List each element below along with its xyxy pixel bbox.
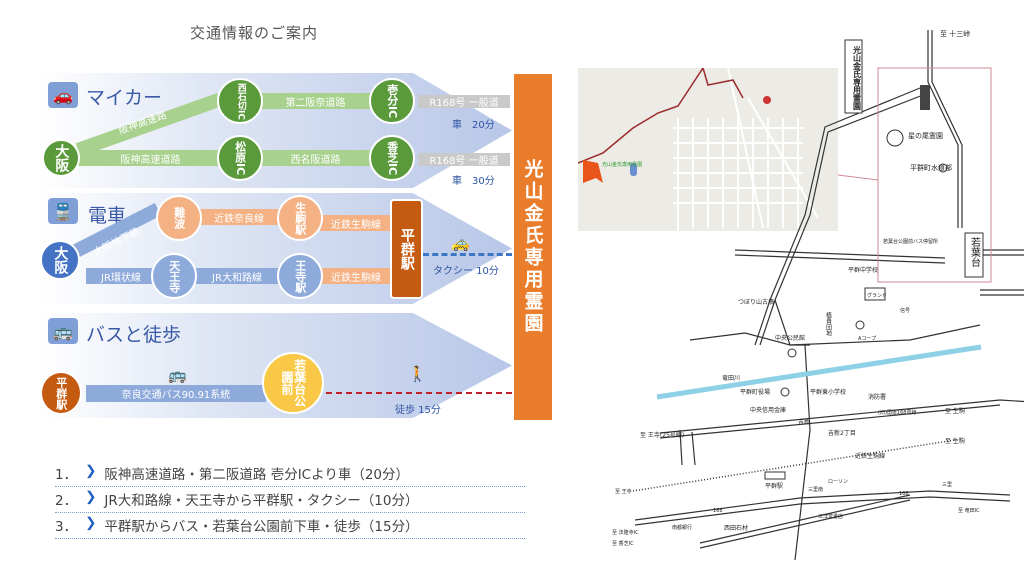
taxi-route-line bbox=[423, 253, 512, 256]
map-label: 平群駅 bbox=[765, 482, 783, 490]
map-label: 平群町水道部 bbox=[910, 163, 952, 172]
car-icon: 🚗 bbox=[48, 82, 78, 108]
node-ikoma: 生駒駅 bbox=[277, 195, 323, 241]
node-heguri-bus: 平群駅 bbox=[40, 371, 82, 415]
map-label: 西田石材 bbox=[724, 524, 748, 532]
map-label: (旧)国道168号線 bbox=[878, 409, 916, 416]
map-label: 植貴団地 bbox=[825, 311, 832, 336]
bus-icon: 🚌 bbox=[48, 318, 78, 344]
area-map: 至 十三峠 光山金氏専用霊園 星の尾霊園 平群町水道部 若葉台 若葉台公園前バス… bbox=[612, 29, 1024, 561]
map-label: 南都銀行 bbox=[672, 524, 692, 531]
route-num: 2． bbox=[55, 493, 78, 509]
map-label: Aコープ bbox=[858, 336, 876, 342]
node-matsubara: 松原IC bbox=[217, 135, 263, 181]
map-label: 平群中学校 bbox=[848, 266, 878, 274]
map-label: 竜田川 bbox=[722, 374, 740, 382]
node-kashiba: 香芝IC bbox=[369, 135, 415, 181]
car-label: マイカー bbox=[86, 87, 163, 109]
map-label: 吉新 bbox=[798, 418, 810, 426]
map-label: 至 竜田IC bbox=[958, 507, 980, 514]
car-time-2: 車 30分 bbox=[452, 176, 495, 187]
destination-banner: 光山金氏専用霊園 bbox=[514, 74, 552, 420]
line-jr-loop: JR環状線 bbox=[86, 268, 156, 284]
node-osaka: 大阪 bbox=[42, 139, 80, 177]
map-label: ローソン bbox=[828, 479, 848, 485]
route-text: 阪神高速道路・第二阪道路 壱分ICより車（20分） bbox=[104, 467, 410, 483]
map-label: 168 bbox=[713, 508, 723, 514]
node-osaka-train: 大阪 bbox=[40, 240, 80, 280]
map-label: 至 十三峠 bbox=[940, 29, 970, 38]
road-r168-2: R168号 一般道 bbox=[418, 153, 510, 167]
node-ichibu: 壱分IC bbox=[369, 78, 415, 124]
bus-label: バスと徒歩 bbox=[86, 324, 182, 346]
chevron-icon: ❯ bbox=[85, 463, 97, 479]
route-item-1: 1． ❯ 阪神高速道路・第二阪道路 壱分ICより車（20分） bbox=[55, 463, 525, 487]
route-text: 平群駅からバス・若葉台公園前下車・徒歩（15分） bbox=[104, 519, 419, 535]
map-label: 至 香芝IC bbox=[612, 540, 634, 547]
map-label: 中央公民館 bbox=[775, 334, 805, 342]
bus-line: 奈良交通バス90.91系統 bbox=[86, 385, 266, 402]
road-daini-hanna: 第二阪奈道路 bbox=[258, 93, 373, 109]
node-heguri-station: 平群駅 bbox=[390, 199, 423, 299]
map-label: 三里南 bbox=[808, 486, 823, 493]
walk-route-line bbox=[326, 392, 512, 394]
node-oji: 王寺駅 bbox=[277, 253, 323, 299]
page-title: 交通情報のご案内 bbox=[190, 24, 319, 42]
node-nishi-ishikiri: 西石切IC bbox=[217, 78, 263, 124]
chevron-icon: ❯ bbox=[85, 489, 97, 505]
chevron-icon: ❯ bbox=[85, 515, 97, 531]
map-label: 吉新2丁目 bbox=[828, 429, 856, 437]
line-kintetsu-ikoma-1: 近鉄生駒線 bbox=[320, 215, 392, 231]
map-label: 三洋堂書店 bbox=[818, 513, 843, 520]
line-kintetsu-ikoma-2: 近鉄生駒線 bbox=[320, 268, 392, 284]
route-num: 3． bbox=[55, 519, 78, 535]
map-label: 平群町役場 bbox=[740, 388, 770, 396]
bus-vehicle-icon: 🚌 bbox=[168, 366, 187, 384]
map-label: 至 生駒 bbox=[945, 407, 965, 415]
route-text: JR大和路線・天王寺から平群駅・タクシー（10分） bbox=[104, 493, 419, 509]
photo-map: 光山金氏専用霊園 bbox=[578, 68, 838, 231]
map-label: 至 王寺 bbox=[615, 489, 632, 495]
train-icon: 🚆 bbox=[48, 198, 78, 224]
map-label: 信号 bbox=[900, 307, 910, 314]
walk-time: 徒歩 15分 bbox=[395, 405, 441, 416]
line-kintetsu-nara: 近鉄奈良線 bbox=[198, 209, 280, 225]
taxi-icon: 🚕 bbox=[451, 234, 470, 252]
node-tennoji: 天王寺 bbox=[151, 253, 197, 299]
route-item-3: 3． ❯ 平群駅からバス・若葉台公園前下車・徒歩（15分） bbox=[55, 515, 525, 539]
location-pin-icon bbox=[763, 96, 771, 104]
line-jr-yamatoji: JR大和路線 bbox=[194, 268, 280, 284]
map-label: 若葉台 bbox=[969, 236, 981, 268]
photo-map-label: 光山金氏専用霊園 bbox=[602, 161, 642, 168]
map-label: 星の尾霊園 bbox=[908, 132, 943, 140]
map-label: 近鉄生駒線 bbox=[855, 452, 885, 460]
road-hanshin: 阪神高速道路 bbox=[78, 150, 223, 166]
node-namba: 難波 bbox=[156, 195, 202, 241]
map-label: 平群東小学校 bbox=[810, 388, 846, 396]
map-label: 若葉台公園前バス停留所 bbox=[883, 238, 938, 245]
map-label: つぼり山古墳 bbox=[738, 298, 774, 306]
map-label: グランド bbox=[867, 292, 887, 299]
car-time-1: 車 20分 bbox=[452, 120, 495, 131]
map-label: 中央信用金庫 bbox=[750, 406, 786, 414]
walker-icon: 🚶 bbox=[408, 365, 427, 383]
map-label: 三里 bbox=[942, 482, 952, 488]
road-r168-1: R168号 一般道 bbox=[418, 95, 510, 109]
map-label: 至 法隆寺IC bbox=[612, 529, 639, 536]
map-label: 至 王寺(25号線) bbox=[640, 431, 684, 439]
map-label: 至 生駒 bbox=[945, 437, 965, 445]
map-label: 消防署 bbox=[868, 393, 886, 401]
map-label: 168 bbox=[899, 491, 909, 497]
taxi-time: タクシー 10分 bbox=[433, 266, 499, 277]
road-nishi-meihan: 西名阪道路 bbox=[258, 150, 373, 166]
route-num: 1． bbox=[55, 467, 78, 483]
node-wakabadai-koen: 若葉台公園前 bbox=[262, 352, 324, 414]
route-item-2: 2． ❯ JR大和路線・天王寺から平群駅・タクシー（10分） bbox=[55, 489, 525, 513]
map-cemetery-label: 光山金氏専用霊園 bbox=[852, 45, 862, 111]
